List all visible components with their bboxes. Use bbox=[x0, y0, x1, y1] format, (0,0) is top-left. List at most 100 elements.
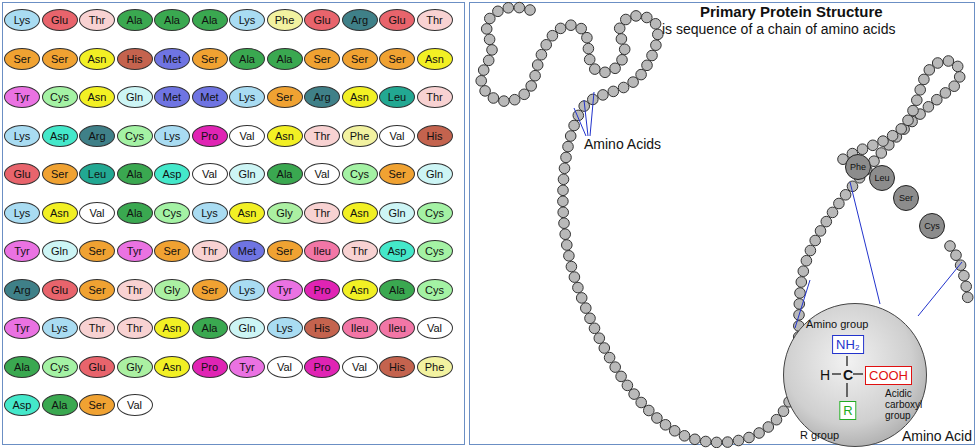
label-text: Glu bbox=[51, 284, 68, 296]
amino-acid-oval: Glu bbox=[4, 163, 40, 185]
amino-acid-oval: Lys bbox=[192, 202, 228, 224]
label-text: Pro bbox=[313, 361, 330, 373]
chain-bead bbox=[887, 130, 898, 141]
label-text: Asp bbox=[13, 399, 32, 411]
chain-bead bbox=[566, 20, 577, 31]
label-text: Ser bbox=[88, 399, 105, 411]
label-text: Val bbox=[127, 399, 142, 411]
amino-acid-oval: Thr bbox=[79, 317, 115, 339]
amino-acid-oval: His bbox=[117, 48, 153, 70]
label-text: Ser bbox=[388, 53, 405, 65]
amino-acid-oval: Tyr bbox=[117, 240, 153, 262]
label-text: Cys bbox=[163, 207, 182, 219]
chain-bead bbox=[558, 196, 569, 207]
amino-acid-oval: Val bbox=[342, 356, 378, 378]
label-text: Pro bbox=[201, 130, 218, 142]
amino-acid-bead: Ser bbox=[893, 185, 919, 211]
label-text: Pro bbox=[313, 284, 330, 296]
amino-acid-oval: Ala bbox=[267, 48, 303, 70]
amino-acid-oval: Met bbox=[229, 240, 265, 262]
chain-bead bbox=[778, 406, 789, 417]
amino-acid-oval: Glu bbox=[42, 9, 78, 31]
label-text: Ala bbox=[127, 168, 143, 180]
amino-acid-oval: Ser bbox=[342, 48, 378, 70]
label-text: Tyr bbox=[239, 361, 254, 373]
amino-acid-oval: Val bbox=[379, 125, 415, 147]
chain-bead bbox=[961, 281, 972, 292]
label-text: Asn bbox=[275, 130, 294, 142]
amino-acid-oval: Thr bbox=[417, 86, 453, 108]
label-text: Lys bbox=[14, 130, 31, 142]
label-text: Ser bbox=[51, 168, 68, 180]
amino-acid-oval: Val bbox=[79, 202, 115, 224]
amino-acid-oval: Tyr bbox=[4, 86, 40, 108]
label-text: Asn bbox=[425, 53, 444, 65]
label-text: NH₂ bbox=[836, 337, 860, 352]
amino-acid-oval: Thr bbox=[304, 202, 340, 224]
amino-acid-oval: Asn bbox=[267, 125, 303, 147]
chain-bead bbox=[642, 60, 653, 71]
amino-acid-oval: Ileu bbox=[304, 240, 340, 262]
zoom-line bbox=[850, 182, 880, 304]
label-text: Thr bbox=[201, 245, 218, 257]
amino-acid-oval: Met bbox=[192, 86, 228, 108]
chain-bead bbox=[754, 428, 765, 439]
label-text: Thr bbox=[314, 207, 331, 219]
chain-path bbox=[481, 7, 960, 442]
amino-acid-oval: Asp bbox=[42, 125, 78, 147]
chain-bead bbox=[483, 55, 494, 66]
chain-bead bbox=[509, 94, 520, 105]
chain-bead bbox=[514, 2, 525, 13]
label-text: Ala bbox=[127, 14, 143, 26]
chain-bead bbox=[594, 333, 605, 344]
chain-bead bbox=[628, 77, 639, 88]
chain-bead bbox=[798, 266, 809, 277]
label-text: Gln bbox=[238, 168, 255, 180]
amino-acid-oval: Ala bbox=[117, 163, 153, 185]
amino-acid-oval: Thr bbox=[192, 240, 228, 262]
label-text: Ala bbox=[202, 14, 218, 26]
label-text: Ala bbox=[389, 284, 405, 296]
chain-bead bbox=[558, 174, 569, 185]
amino-acid-oval: Glu bbox=[79, 356, 115, 378]
label-text: Ala bbox=[239, 53, 255, 65]
label-text: Ala bbox=[277, 53, 293, 65]
label-text: Tyr bbox=[127, 245, 142, 257]
amino-acid-oval: Tyr bbox=[229, 356, 265, 378]
label-text: Lys bbox=[51, 322, 68, 334]
label-text: Leu bbox=[874, 173, 889, 183]
chain-bead bbox=[915, 85, 926, 96]
chain-bead bbox=[943, 56, 954, 67]
label-text: Ser bbox=[276, 245, 293, 257]
bond-line bbox=[846, 383, 847, 397]
label-text: Arg bbox=[13, 284, 30, 296]
chain-bead bbox=[669, 426, 680, 437]
amino-acid-oval: Arg bbox=[304, 86, 340, 108]
chain-bead bbox=[566, 261, 577, 272]
label-text: Amino group bbox=[806, 318, 868, 330]
label-text: Met bbox=[238, 245, 256, 257]
amino-acid-oval: His bbox=[379, 356, 415, 378]
chain-bead bbox=[585, 313, 596, 324]
chain-bead bbox=[499, 96, 510, 107]
amino-acid-oval: Pro bbox=[304, 356, 340, 378]
label-text: Asn bbox=[50, 207, 69, 219]
amino-acid-oval: Tyr bbox=[4, 240, 40, 262]
amino-acid-oval: Cys bbox=[154, 202, 190, 224]
amino-acid-oval: Ala bbox=[154, 9, 190, 31]
label-text: Tyr bbox=[14, 322, 29, 334]
label-text: Val bbox=[427, 322, 442, 334]
amino-acid-oval: Thr bbox=[79, 9, 115, 31]
chain-bead bbox=[555, 23, 566, 34]
amino-acid-oval: Asp bbox=[4, 394, 40, 416]
label-text: Lys bbox=[239, 284, 256, 296]
label-text: C bbox=[843, 367, 853, 383]
amino-acid-oval: Phe bbox=[417, 356, 453, 378]
label-text: His bbox=[127, 53, 143, 65]
chain-bead bbox=[919, 74, 930, 85]
leader-line bbox=[584, 100, 588, 136]
formula-box: R bbox=[839, 401, 856, 420]
chain-bead bbox=[815, 226, 826, 237]
chain-bead bbox=[679, 431, 690, 442]
label-text: Ser bbox=[201, 53, 218, 65]
